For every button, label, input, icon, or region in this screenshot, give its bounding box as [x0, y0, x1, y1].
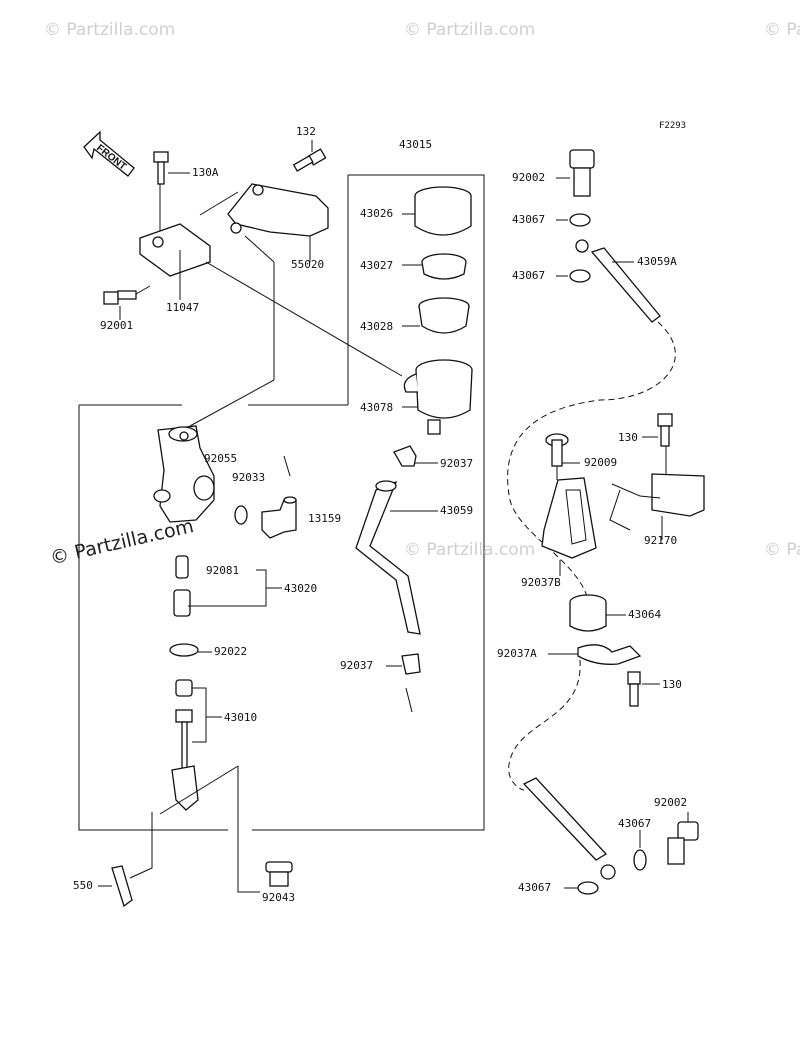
- brake-hose-43059a-icon: [507, 239, 676, 880]
- pin-92043-icon: [265, 861, 293, 887]
- callout-43064[interactable]: 43064: [628, 608, 662, 621]
- washer-43067b-icon: [569, 269, 591, 283]
- bolt-132-icon: [292, 140, 327, 172]
- callout-92037-bottom[interactable]: 92037: [340, 659, 374, 672]
- plate-43027-icon: [421, 253, 467, 280]
- diaphragm-43028-icon: [418, 297, 470, 334]
- callout-92037-top[interactable]: 92037: [440, 457, 474, 470]
- callout-43010[interactable]: 43010: [224, 711, 258, 724]
- callout-130-right[interactable]: 130: [618, 431, 638, 444]
- bracket-11047-icon: [139, 223, 211, 300]
- watermark: © Partzilla.com: [764, 20, 800, 40]
- callout-92037b[interactable]: 92037B: [521, 576, 561, 589]
- banjo-bolt-92002b-icon: [667, 821, 699, 865]
- callout-92009[interactable]: 92009: [584, 456, 618, 469]
- callout-43015[interactable]: 43015: [399, 138, 433, 151]
- callout-43078[interactable]: 43078: [360, 401, 394, 414]
- callout-92022[interactable]: 92022: [214, 645, 248, 658]
- callout-55020[interactable]: 55020: [291, 258, 325, 271]
- watermark: © Partzilla.com: [404, 540, 536, 560]
- callout-92033[interactable]: 92033: [232, 471, 266, 484]
- callout-92170[interactable]: 92170: [644, 534, 678, 547]
- callout-43067-d[interactable]: 43067: [518, 881, 552, 894]
- callout-130a[interactable]: 130A: [192, 166, 219, 179]
- callout-92055[interactable]: 92055: [204, 452, 238, 465]
- callout-92002-bottom[interactable]: 92002: [654, 796, 688, 809]
- callout-43059a[interactable]: 43059A: [637, 255, 677, 268]
- banjo-bolt-92002-icon: [569, 149, 595, 197]
- callout-43067-a[interactable]: 43067: [512, 213, 546, 226]
- watermark: © Partzilla.com: [44, 20, 176, 40]
- grommet-43064-icon: [569, 594, 607, 632]
- reservoir-cap-43026-icon: [414, 186, 472, 236]
- callout-43067-b[interactable]: 43067: [512, 269, 546, 282]
- circlip-92022-icon: [169, 643, 199, 657]
- assembly-frame: [78, 174, 485, 831]
- callout-92002-top[interactable]: 92002: [512, 171, 546, 184]
- washer-43067a-icon: [569, 213, 591, 227]
- callout-132[interactable]: 132: [296, 125, 316, 138]
- bolt-130b-icon: [627, 671, 641, 707]
- callout-43067-c[interactable]: 43067: [618, 817, 652, 830]
- callout-92001[interactable]: 92001: [100, 319, 134, 332]
- callout-130-bottom[interactable]: 130: [662, 678, 682, 691]
- guard-92037b-icon: [541, 477, 597, 559]
- callout-43027[interactable]: 43027: [360, 259, 394, 272]
- cotter-pin-550-icon: [111, 865, 133, 908]
- callout-550[interactable]: 550: [73, 879, 93, 892]
- callout-43028[interactable]: 43028: [360, 320, 394, 333]
- callout-13159[interactable]: 13159: [308, 512, 342, 525]
- callout-11047[interactable]: 11047: [166, 301, 200, 314]
- callout-92081[interactable]: 92081: [206, 564, 240, 577]
- screw-92009-icon: [545, 433, 569, 467]
- bracket-92170-icon: [609, 473, 705, 531]
- push-rod-43010-icon: [171, 679, 199, 811]
- bolt-130a-icon: [153, 151, 169, 232]
- clamp-92037-icon: [393, 445, 417, 467]
- piston-43020-icon: [173, 555, 191, 617]
- hose-43059-icon: [355, 480, 421, 635]
- hose-guide-55020-icon: [227, 183, 329, 262]
- callout-92037a[interactable]: 92037A: [497, 647, 537, 660]
- fitting-13159-icon: [261, 496, 297, 539]
- watermark: © Partzilla.com: [404, 20, 536, 40]
- callout-92043[interactable]: 92043: [262, 891, 296, 904]
- figure-code: F2293: [659, 121, 687, 131]
- bolt-130a-right-icon: [657, 413, 673, 447]
- front-arrow-label: FRONT: [94, 143, 128, 173]
- clamp-92037a-icon: [577, 644, 642, 665]
- clamp-92037b-icon: [401, 653, 421, 675]
- washer-43067d-icon: [577, 881, 599, 895]
- callout-43026[interactable]: 43026: [360, 207, 394, 220]
- master-cylinder-icon: [153, 425, 215, 523]
- watermark: © Partzilla.com: [764, 540, 800, 560]
- o-ring-92033-icon: [234, 505, 248, 525]
- reservoir-43078-icon: [403, 359, 473, 435]
- washer-43067c-icon: [633, 849, 647, 871]
- callout-43059[interactable]: 43059: [440, 504, 474, 517]
- bolt-92001-icon: [103, 285, 151, 320]
- front-arrow-icon: [83, 130, 135, 177]
- callout-43020[interactable]: 43020: [284, 582, 318, 595]
